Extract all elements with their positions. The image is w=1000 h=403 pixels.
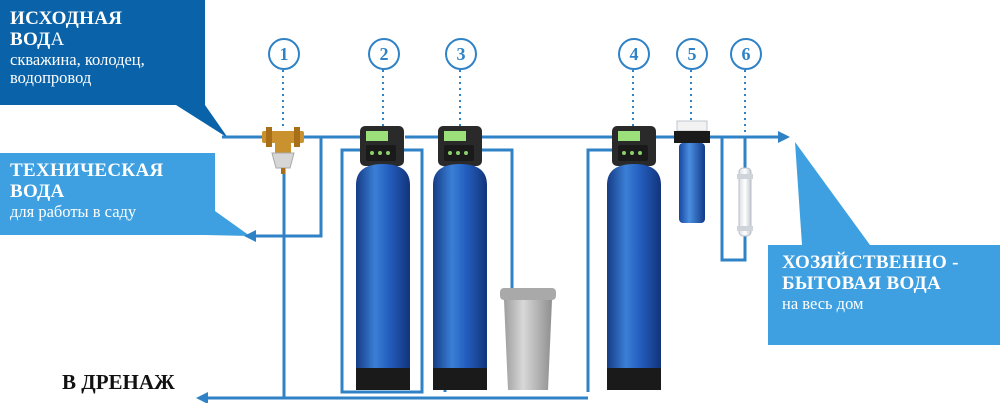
- source-water-title-line1: ИСХОДНАЯ: [10, 8, 123, 29]
- filter-tank-3: [433, 126, 487, 390]
- stage-number-2: 2: [368, 38, 400, 70]
- household-water-title-line2: БЫТОВАЯ ВОДА: [782, 273, 941, 295]
- household-water-subtitle: на весь дом: [782, 293, 864, 313]
- source-water-callout: [0, 0, 228, 138]
- technical-water-title-line2: ВОДА: [10, 181, 65, 203]
- uv-sterilizer: [737, 167, 753, 237]
- source-water-title-rest: А: [50, 29, 65, 51]
- stage-number-4: 4: [618, 38, 650, 70]
- stage-number-6: 6: [730, 38, 762, 70]
- stage-number-5: 5: [676, 38, 708, 70]
- stage-number-1: 1: [268, 38, 300, 70]
- source-water-label: ИСХОДНАЯ ВОДА скважина, колодец, водопро…: [10, 8, 205, 87]
- filter-tank-2: [356, 126, 410, 390]
- technical-water-label: ТЕХНИЧЕСКАЯ ВОДА для работы в саду: [10, 160, 215, 221]
- drain-label: В ДРЕНАЖ: [62, 370, 175, 394]
- number-leaders: [282, 70, 746, 170]
- household-water-label: ХОЗЯЙСТВЕННО - БЫТОВАЯ ВОДА на весь дом: [782, 252, 994, 313]
- brine-tank: [500, 288, 556, 390]
- source-water-subtitle-line2: водопровод: [10, 68, 92, 87]
- technical-water-callout: [0, 153, 250, 236]
- source-water-title-bold: ВОД: [10, 29, 51, 51]
- filter-tank-4: [607, 126, 661, 390]
- household-water-title-line1: ХОЗЯЙСТВЕННО -: [782, 252, 959, 273]
- household-outlet-arrow: [778, 131, 790, 143]
- mechanical-filter: [262, 127, 304, 174]
- source-water-subtitle-line1: скважина, колодец,: [10, 49, 145, 69]
- technical-water-subtitle: для работы в саду: [10, 201, 137, 221]
- drain-arrow: [196, 392, 208, 403]
- stage-number-3: 3: [445, 38, 477, 70]
- technical-water-title-line1: ТЕХНИЧЕСКАЯ: [10, 160, 164, 181]
- source-water-title-line2: ВОДА: [10, 29, 205, 50]
- household-water-callout: [768, 142, 1000, 345]
- technical-water-arrow: [244, 230, 256, 242]
- cartridge-filter-housing: [674, 120, 710, 223]
